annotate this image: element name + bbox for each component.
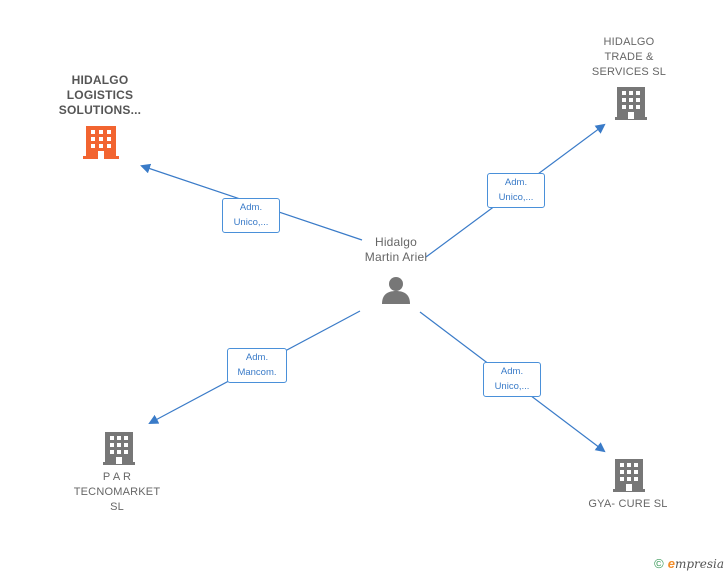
- brand-logo-initial: e: [667, 556, 675, 571]
- person-icon[interactable]: [382, 277, 410, 304]
- company-label-gya-cure[interactable]: GYA- CURE SL: [588, 498, 668, 510]
- brand-logo-text: mpresia: [674, 557, 724, 571]
- footer-brand: ©empresia: [654, 556, 724, 571]
- building-icon[interactable]: [103, 432, 135, 465]
- person-label[interactable]: Hidalgo Martin Ariel: [364, 235, 428, 264]
- edge-label-to-trade[interactable]: Adm. Unico,...: [487, 173, 545, 208]
- copyright-symbol: ©: [654, 556, 664, 571]
- company-label-hidalgo-logistics[interactable]: HIDALGO LOGISTICS SOLUTIONS...: [58, 73, 142, 117]
- edge-label-to-par[interactable]: Adm. Mancom.: [227, 348, 287, 383]
- building-icon[interactable]: [83, 126, 119, 159]
- building-icon[interactable]: [613, 459, 645, 492]
- company-label-hidalgo-trade[interactable]: HIDALGO TRADE & SERVICES SL: [591, 36, 667, 78]
- building-icon[interactable]: [615, 87, 647, 120]
- edge-label-to-logistics[interactable]: Adm. Unico,...: [222, 198, 280, 233]
- edge-label-to-gya[interactable]: Adm. Unico,...: [483, 362, 541, 397]
- company-label-par-tecnomarket[interactable]: P A R TECNOMARKET SL: [73, 471, 161, 513]
